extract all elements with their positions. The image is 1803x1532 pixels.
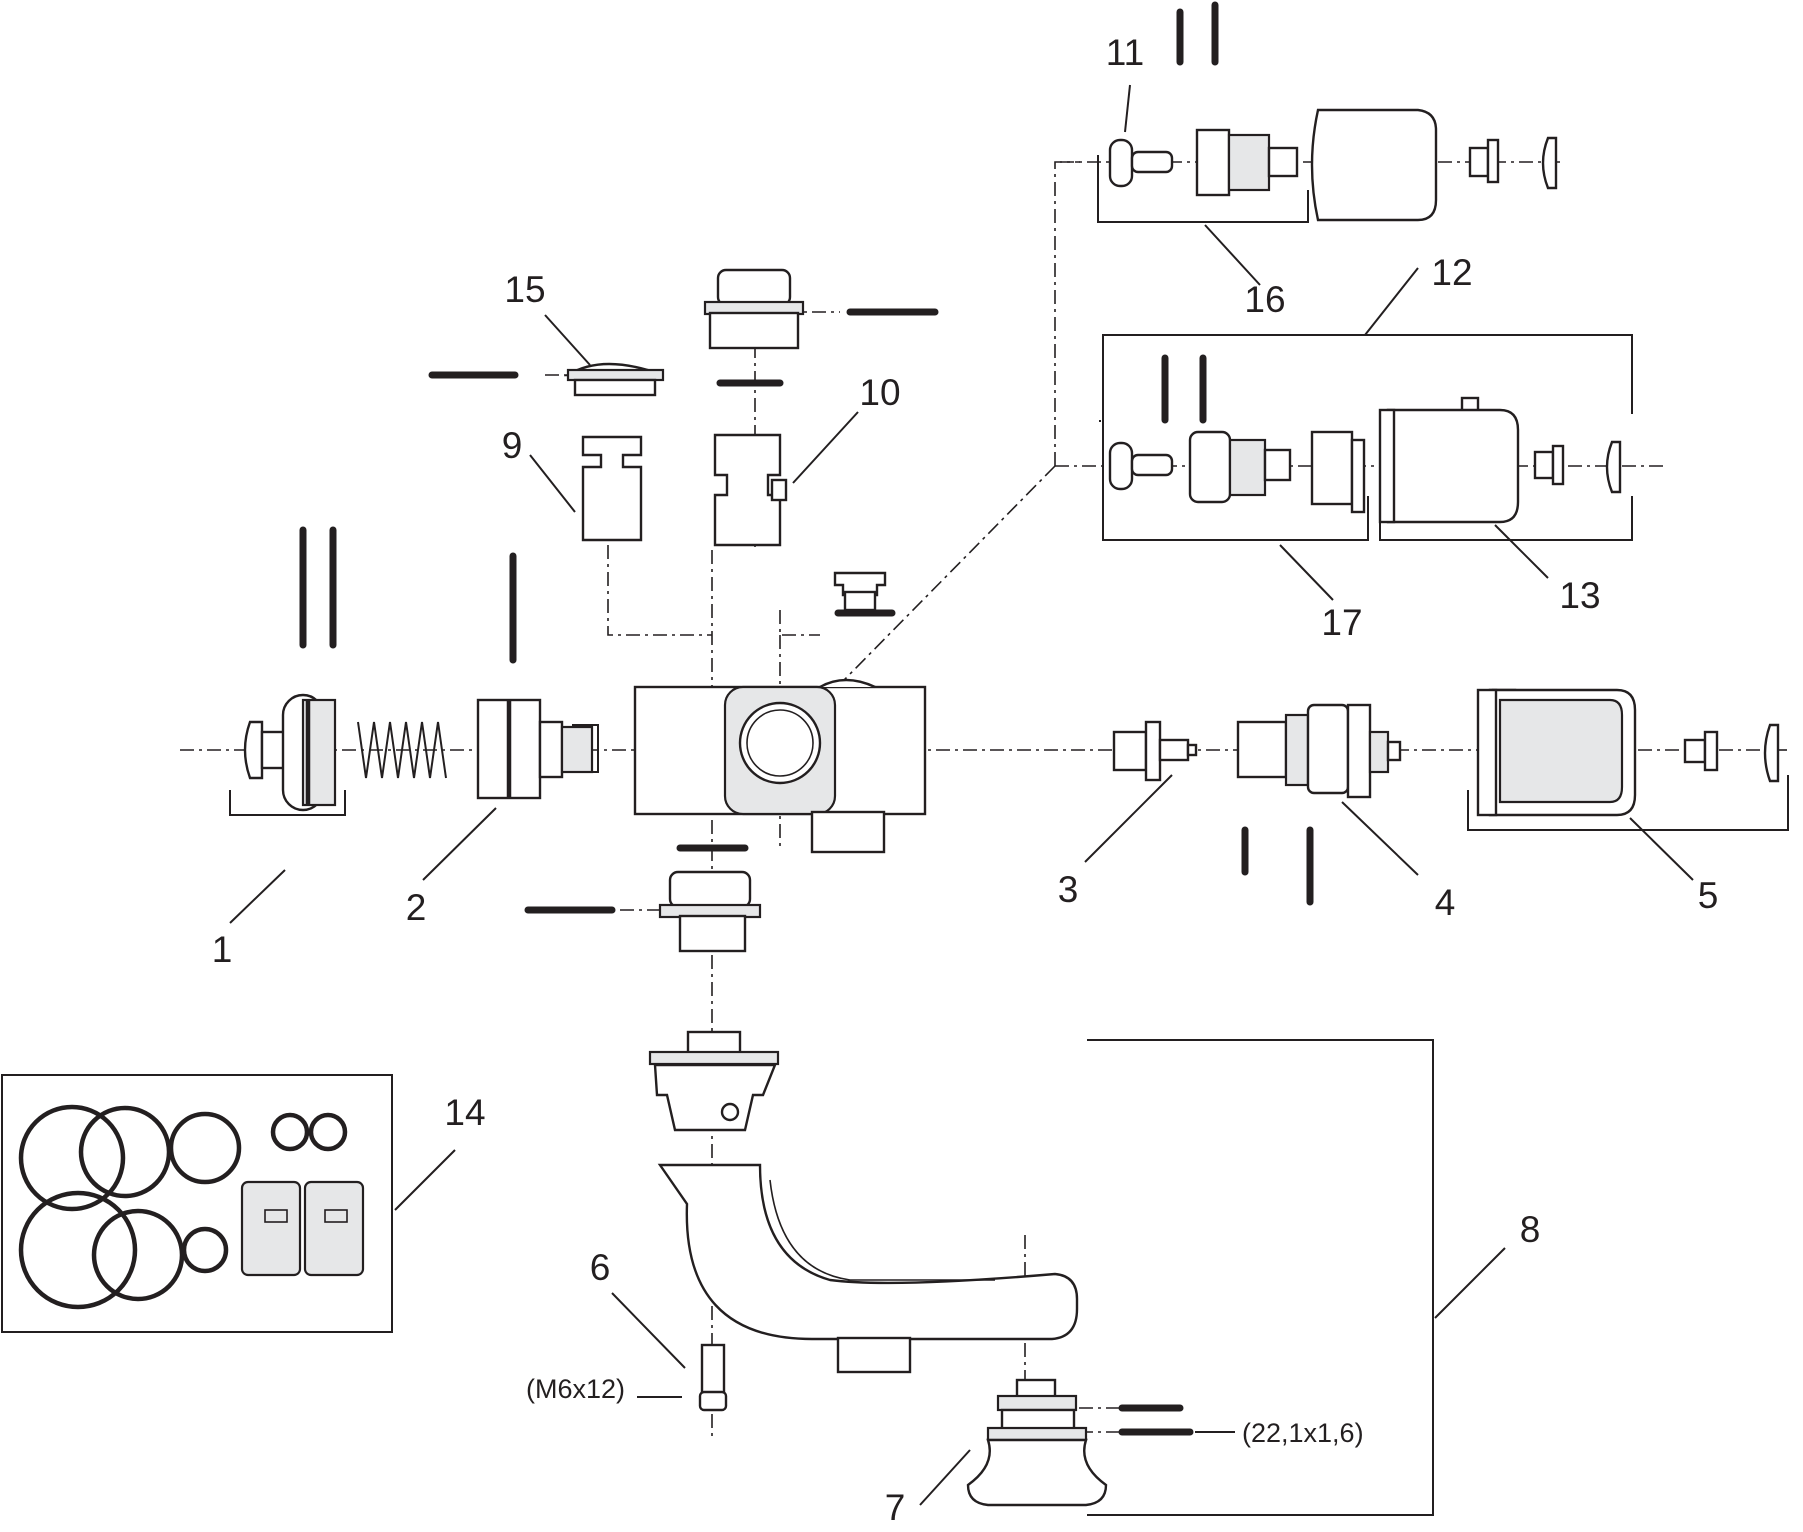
callout-2: 2 [406, 887, 427, 928]
callout-4: 4 [1435, 882, 1456, 923]
callout-labels: 1 2 3 4 5 6 7 8 9 10 11 12 13 14 15 16 1… [212, 32, 1719, 1528]
callout-10: 10 [859, 372, 900, 413]
part-6-screw [698, 1343, 728, 1412]
part-15-cap [563, 362, 665, 397]
screw-size-annotation: (M6x12) [526, 1374, 625, 1404]
part-14-seal-kit [1, 1074, 393, 1333]
callout-7: 7 [885, 1487, 906, 1528]
callout-12: 12 [1431, 252, 1472, 293]
callout-17: 17 [1321, 602, 1362, 643]
callout-9: 9 [502, 425, 523, 466]
callout-6: 6 [590, 1247, 611, 1288]
callout-15: 15 [504, 269, 545, 310]
small-plug [833, 571, 887, 612]
seal-bars [299, 1, 1314, 1436]
spring [357, 721, 447, 779]
part-1-cap [243, 693, 337, 812]
top-fitting [703, 268, 805, 350]
callout-3: 3 [1058, 869, 1079, 910]
leader-lines [229, 84, 1694, 1506]
callout-13: 13 [1559, 575, 1600, 616]
spout-adapter [648, 1030, 780, 1132]
part-7-aerator [966, 1378, 1108, 1507]
middle-cartridge-assembly [1108, 396, 1622, 524]
part-5-handle [1476, 688, 1780, 817]
callout-5: 5 [1698, 875, 1719, 916]
part-9-block [581, 435, 643, 542]
callout-8: 8 [1520, 1209, 1541, 1250]
bottom-fitting [658, 870, 762, 953]
oring-size-annotation: (22,1x1,6) [1242, 1418, 1364, 1448]
part-2-cartridge [476, 698, 599, 800]
part-4-spindle [1236, 703, 1402, 799]
part-3-stem [1112, 720, 1198, 782]
top-cartridge-assembly [1108, 108, 1558, 222]
part-10-diverter [713, 433, 788, 547]
valve-body [633, 678, 927, 854]
spout [657, 1163, 1079, 1374]
callout-14: 14 [444, 1092, 485, 1133]
callout-1: 1 [212, 929, 233, 970]
callout-11: 11 [1106, 32, 1144, 73]
brackets [229, 155, 1789, 1516]
callout-16: 16 [1244, 279, 1285, 320]
